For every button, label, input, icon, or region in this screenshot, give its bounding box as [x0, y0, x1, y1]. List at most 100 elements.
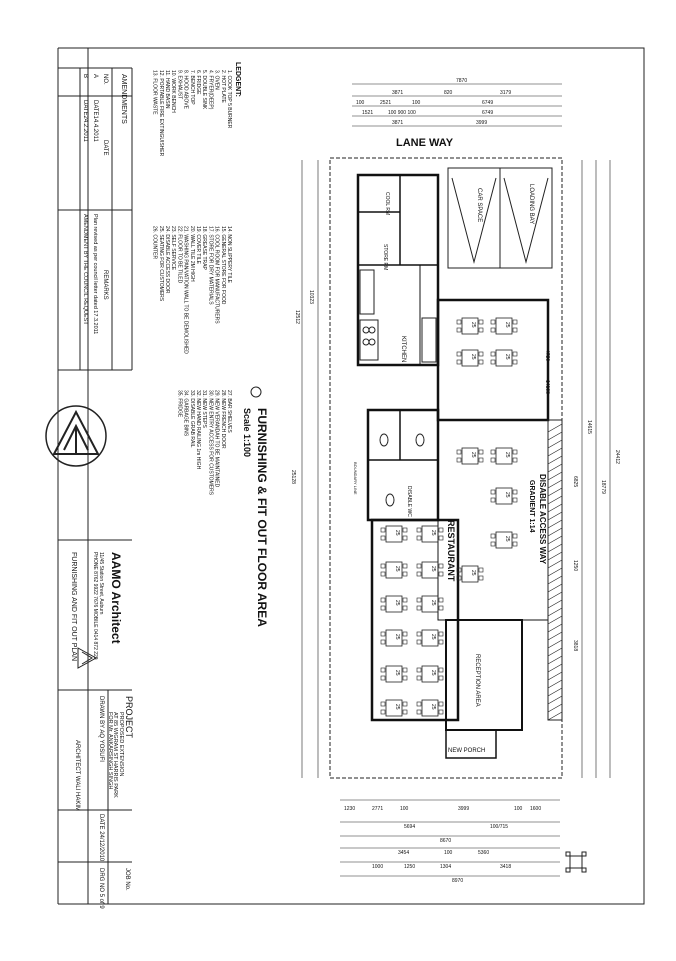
- kitchen-block: [356, 173, 440, 367]
- seat-number: 25: [470, 570, 476, 576]
- architect-name: ARCHITECT WALI HAKIM: [74, 740, 80, 811]
- hatch-line: [547, 471, 563, 481]
- legend-item: 21. WASHING PAN/VATION WALL TO BE DEMOLI…: [183, 226, 189, 354]
- porch-label: NEW PORCH: [448, 748, 485, 754]
- dim-bot-4b: 5360: [478, 850, 489, 856]
- dim-top-4b: 100 900 100: [388, 110, 416, 116]
- hatch-line: [547, 607, 563, 617]
- lane-way-label: LANE WAY: [396, 137, 454, 149]
- hatch-line: [547, 567, 563, 577]
- seat-number: 25: [470, 452, 476, 458]
- seat-number: 25: [430, 670, 436, 676]
- amendment-b-remarks: AMENDMENT BY THE COUNCIL REQUEST: [82, 214, 88, 325]
- legend-item: 20. WALL TILE 2M HIGH: [189, 226, 195, 282]
- legend-item: 27. BAR SHELVES: [226, 390, 232, 433]
- legend-item: 16. COOL ROOM FOR MANUFACTURERS: [214, 226, 220, 324]
- legend-item: 30. NEW ENTRY ACCESS FOR CUSTOMERS: [207, 390, 213, 496]
- table-symbol: [565, 851, 587, 873]
- project-line-2: AT 85 WIGRAM ST HARRIS PARK: [112, 712, 118, 798]
- legend-item: 10. WORK BENCH: [170, 70, 176, 113]
- seat-number: 25: [504, 492, 510, 498]
- seating-table: 25: [380, 699, 408, 717]
- hatch-line: [547, 431, 563, 441]
- legend-item: 15. GENERAL STORE FOR FOOD: [220, 226, 226, 305]
- hatch-line: [547, 511, 563, 521]
- dim-bot-3: 8670: [440, 838, 451, 844]
- hatch-line: [547, 647, 563, 657]
- firm-logo: [45, 405, 107, 467]
- drawing-date: DATE 24/12/2010: [98, 814, 104, 862]
- dim-top-3c: 100: [412, 100, 421, 106]
- seating-table: 25: [416, 629, 444, 647]
- top-dimensions: 7870 3871 820 3179 100 2521 100 6749 152…: [352, 78, 562, 127]
- dim-top-1: 7870: [456, 78, 467, 84]
- firm-phone: PHONE 8762 9922 7676 MOBILE 0414 872 229: [92, 552, 98, 660]
- seat-number: 25: [504, 354, 510, 360]
- store-room-label: STORE RM: [382, 244, 388, 270]
- legend-item: 31. NEW STEPS: [201, 390, 207, 428]
- loading-bay-label: LOADING BAY: [528, 184, 534, 224]
- seating-table: 25: [380, 595, 408, 613]
- seating-table: 25: [490, 531, 518, 549]
- seat-number: 25: [430, 530, 436, 536]
- seat-number: 25: [394, 600, 400, 606]
- cool-room-label: COOL RM: [384, 192, 390, 215]
- north-marker: [250, 386, 262, 398]
- firm-address: 11/45 Station Street, Auburn: [98, 552, 104, 615]
- legend-item: 6. FRIDGE: [195, 70, 201, 95]
- seating-table: 25: [490, 349, 518, 367]
- legend-item: 8. HOOD ABOVE: [183, 70, 189, 110]
- seating-table: 25: [456, 447, 484, 465]
- dim-left-2: 12512: [294, 310, 300, 324]
- bottom-dimensions: 1230 2771 100 3999 100 1600 5694 100/715…: [340, 799, 560, 884]
- hatch-line: [547, 455, 563, 465]
- seating-table: 25: [416, 525, 444, 543]
- dim-bot-1d: 3999: [458, 806, 469, 812]
- seating-table: 25: [416, 665, 444, 683]
- hatch-line: [547, 423, 563, 433]
- legend-item: 29. NEW VERANDAH TO BE MAINTAINED: [214, 390, 220, 488]
- legend-item: 12. PORTABLE FIRE EXTINGUISHER: [158, 70, 164, 157]
- legend-item: 4. FRYER(DEEP): [207, 70, 213, 110]
- wc-block: [366, 408, 440, 522]
- legend-item: 17. STORE FOR DRY MATERIALS: [207, 226, 213, 305]
- dim-top-4c: 6749: [482, 110, 493, 116]
- legend-item: 33. DISABLE GRAB RAIL: [189, 390, 195, 448]
- drawing-scale: Scale 1:100: [242, 408, 252, 457]
- right-dimensions: 24412 18779 14615 6825 1250 3818: [572, 160, 620, 778]
- dim-bot-1c: 100: [400, 806, 409, 812]
- hatch-line: [547, 639, 563, 649]
- hatch-line: [547, 479, 563, 489]
- hatch-line: [547, 599, 563, 609]
- amendment-a-date: DATE14.4.2011: [92, 100, 98, 142]
- hatch-line: [547, 655, 563, 665]
- seat-number: 25: [394, 670, 400, 676]
- amendments-header-remarks: REMARKS: [102, 270, 108, 300]
- legend-item: 35. FRIDGE: [176, 390, 182, 418]
- loading-bay: [499, 167, 553, 269]
- legend-item: 14. NON SLIPPERY TILE: [226, 226, 232, 284]
- left-dimensions: 10323 12512 25128 14198 4720: [290, 160, 550, 778]
- dim-left-1: 10323: [308, 290, 314, 304]
- seating-table: 25: [380, 665, 408, 683]
- legend-item: 3. OVEN: [214, 70, 220, 90]
- legend-item: 22. FLOOR TO BE TILED: [176, 226, 182, 284]
- dim-right-total: 24412: [614, 450, 620, 464]
- seat-number: 25: [430, 634, 436, 640]
- hatch-line: [547, 519, 563, 529]
- legend-item: 2. HOT PLATE: [220, 70, 226, 104]
- project-line-1: PROPOSED EXTENSION: [118, 712, 124, 777]
- hatch-line: [547, 551, 563, 561]
- hatch-line: [547, 615, 563, 625]
- seat-number: 25: [430, 566, 436, 572]
- seating-table: 25: [416, 699, 444, 717]
- seat-number: 25: [470, 322, 476, 328]
- legend-item: 18. GREASE TRAP: [201, 226, 207, 270]
- kitchen-label: KITCHEN: [400, 336, 406, 362]
- amendments-table: AMENDMENTS NO. DATE REMARKS A DATE14.4.2…: [58, 67, 133, 371]
- seating-table: 25: [380, 561, 408, 579]
